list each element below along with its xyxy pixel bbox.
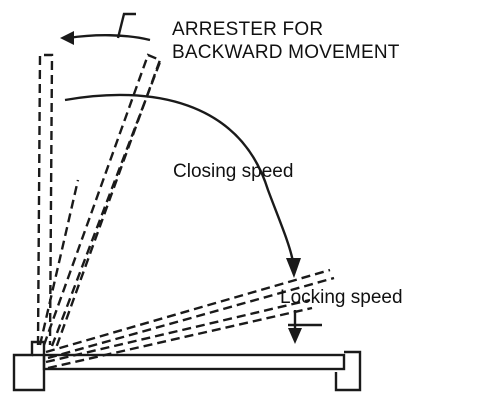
closing-speed-label: Closing speed [173,161,294,182]
arrester-label-line2: BACKWARD MOVEMENT [172,42,400,63]
locking-speed-indicator [288,310,322,344]
door-closing-positions [45,268,335,370]
door-open-positions [36,53,162,349]
arrester-label-line1: ARRESTER FOR [172,19,324,40]
closing-speed-arc [64,93,301,278]
arrester-bracket [60,12,151,45]
door-frame [12,340,362,392]
locking-speed-label: Locking speed [280,287,403,308]
